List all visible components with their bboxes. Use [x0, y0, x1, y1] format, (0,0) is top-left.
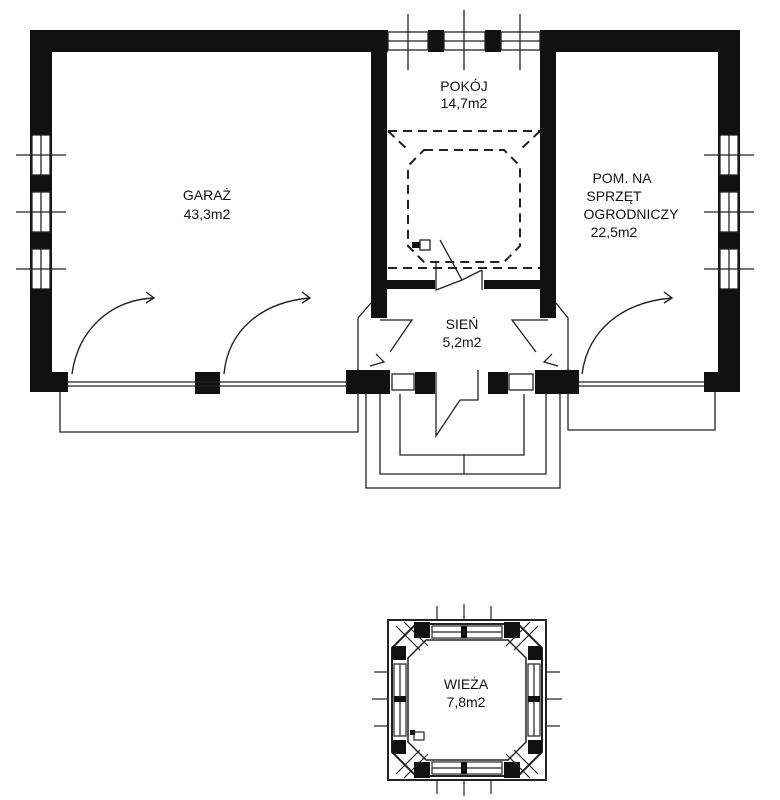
storage-name-line-3: OGRODNICZY	[584, 206, 680, 222]
facade-post	[415, 372, 435, 394]
tower-projection-detail	[412, 239, 431, 251]
room-area: 14,7m2	[441, 95, 488, 111]
hallway-area: 5,2m2	[443, 334, 482, 350]
wall-room-bottom	[484, 280, 540, 289]
facade-post	[488, 372, 508, 394]
tower-post	[504, 762, 520, 778]
tower-frame	[387, 619, 547, 781]
garage-door-swing-right	[223, 297, 311, 375]
hallway-name: SIEŃ	[446, 316, 479, 332]
window-icon	[508, 373, 534, 391]
wall-top-room-pier	[485, 30, 501, 52]
facade-post	[346, 370, 390, 394]
tower-post	[504, 622, 520, 638]
storage-apron	[567, 381, 716, 431]
tower-projection-dashed	[387, 130, 541, 269]
facade-post	[535, 370, 579, 394]
room-labels: GARAŻ 43,3m2 POKÓJ 14,7m2 POM. NA SPRZĘT…	[183, 78, 679, 710]
wall-top-room-pier	[428, 30, 444, 52]
windows	[16, 10, 754, 391]
garage-apron	[59, 381, 359, 433]
facade-post	[50, 372, 68, 392]
storage-name-line-1: POM. NA	[592, 170, 652, 186]
tower-post	[528, 646, 542, 660]
tower-post	[414, 762, 430, 778]
tower-post	[528, 740, 542, 754]
facade-post	[704, 372, 722, 392]
wall-room-right	[540, 30, 556, 318]
window-icon	[391, 373, 415, 391]
wall-top-garage	[30, 30, 388, 52]
wall-top-storage	[540, 30, 740, 52]
garage-door-swing-left	[71, 297, 155, 375]
tower-post	[392, 740, 406, 754]
tower-plan	[372, 604, 562, 796]
tower-post	[392, 646, 406, 660]
door-swings	[71, 291, 674, 375]
storage-door-swing	[581, 297, 673, 375]
tower-name: WIEŻA	[444, 675, 489, 692]
wall-room-left	[371, 30, 387, 318]
facade-post	[195, 372, 220, 394]
room-name: POKÓJ	[440, 78, 487, 94]
storage-name-line-2: SPRZĘT	[586, 188, 642, 204]
hallway-vestibule	[357, 239, 569, 489]
storage-area: 22,5m2	[591, 224, 638, 240]
tower-area: 7,8m2	[447, 694, 486, 710]
wall-room-bottom	[387, 280, 435, 289]
garage-name: GARAŻ	[183, 186, 232, 203]
tower-wall-inner	[407, 639, 527, 761]
tower-post	[414, 622, 430, 638]
garage-area: 43,3m2	[184, 206, 231, 222]
